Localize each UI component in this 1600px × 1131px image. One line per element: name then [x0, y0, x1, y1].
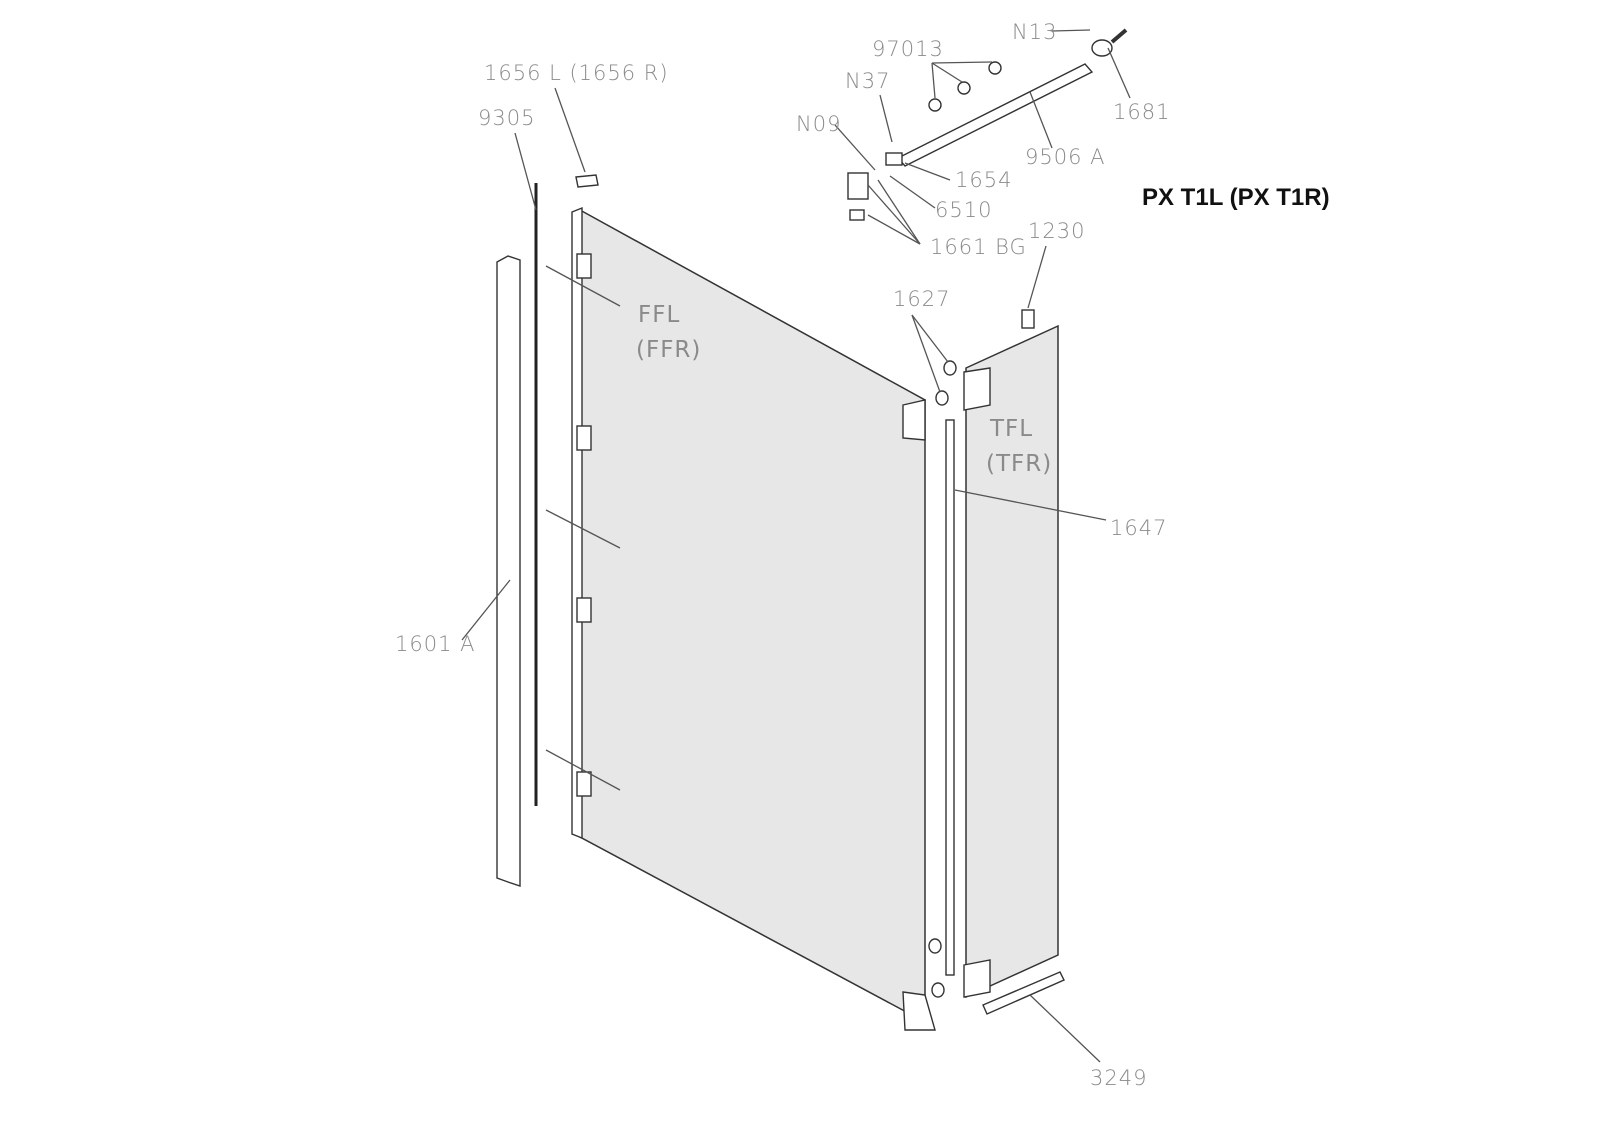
label-9506a: 9506 A	[1025, 145, 1105, 169]
glass-panel-ffl	[579, 208, 926, 1024]
label-9305: 9305	[478, 106, 535, 130]
label-1681: 1681	[1113, 100, 1170, 124]
label-1661bg: 1661 BG	[930, 235, 1027, 259]
label-1601a: 1601 A	[395, 632, 475, 656]
label-ffl: FFL	[638, 302, 680, 328]
bracket-top-tfl	[963, 367, 991, 411]
label-1654: 1654	[955, 168, 1012, 192]
bracket-top-ffl	[902, 399, 926, 441]
rail-3249	[982, 971, 1065, 1015]
washer-lower-a	[928, 938, 942, 954]
label-tfr: (TFR)	[986, 451, 1052, 477]
bracket-bottom-tfl	[963, 959, 991, 998]
wall-hinges	[545, 253, 621, 797]
profile-1601a	[496, 255, 521, 887]
diagram-title: PX T1L (PX T1R)	[1142, 184, 1330, 211]
label-1656: 1656 L (1656 R)	[484, 61, 669, 85]
label-ffr: (FFR)	[636, 337, 701, 363]
label-1647: 1647	[1110, 516, 1167, 540]
end-cap-1681	[1091, 39, 1113, 57]
leader-lines	[461, 29, 1131, 1063]
clamps-97013	[928, 61, 1002, 112]
seal-1647	[945, 419, 955, 976]
label-6510: 6510	[935, 198, 992, 222]
washer-lower-b	[931, 982, 945, 998]
connector-1654	[885, 152, 903, 166]
label-1627: 1627	[893, 287, 950, 311]
label-n13: N13	[1012, 20, 1057, 44]
label-97013: 97013	[872, 37, 944, 61]
cover-1661bg	[849, 209, 865, 221]
cap-1656	[575, 174, 599, 188]
washer-1627	[943, 360, 957, 376]
washer-1627b	[935, 390, 949, 406]
label-tfl: TFL	[989, 416, 1033, 442]
wall-bracket-1661bg	[847, 172, 869, 200]
screw-1681	[1110, 28, 1128, 44]
label-3249: 3249	[1090, 1066, 1147, 1090]
bracket-bottom-ffl	[902, 991, 936, 1031]
panel-edge-profile	[571, 206, 583, 840]
label-n37: N37	[845, 69, 890, 93]
clip-1230	[1021, 309, 1035, 329]
glass-panel-tfl	[965, 324, 1059, 999]
label-1230: 1230	[1028, 219, 1085, 243]
label-n09: N09	[796, 112, 841, 136]
